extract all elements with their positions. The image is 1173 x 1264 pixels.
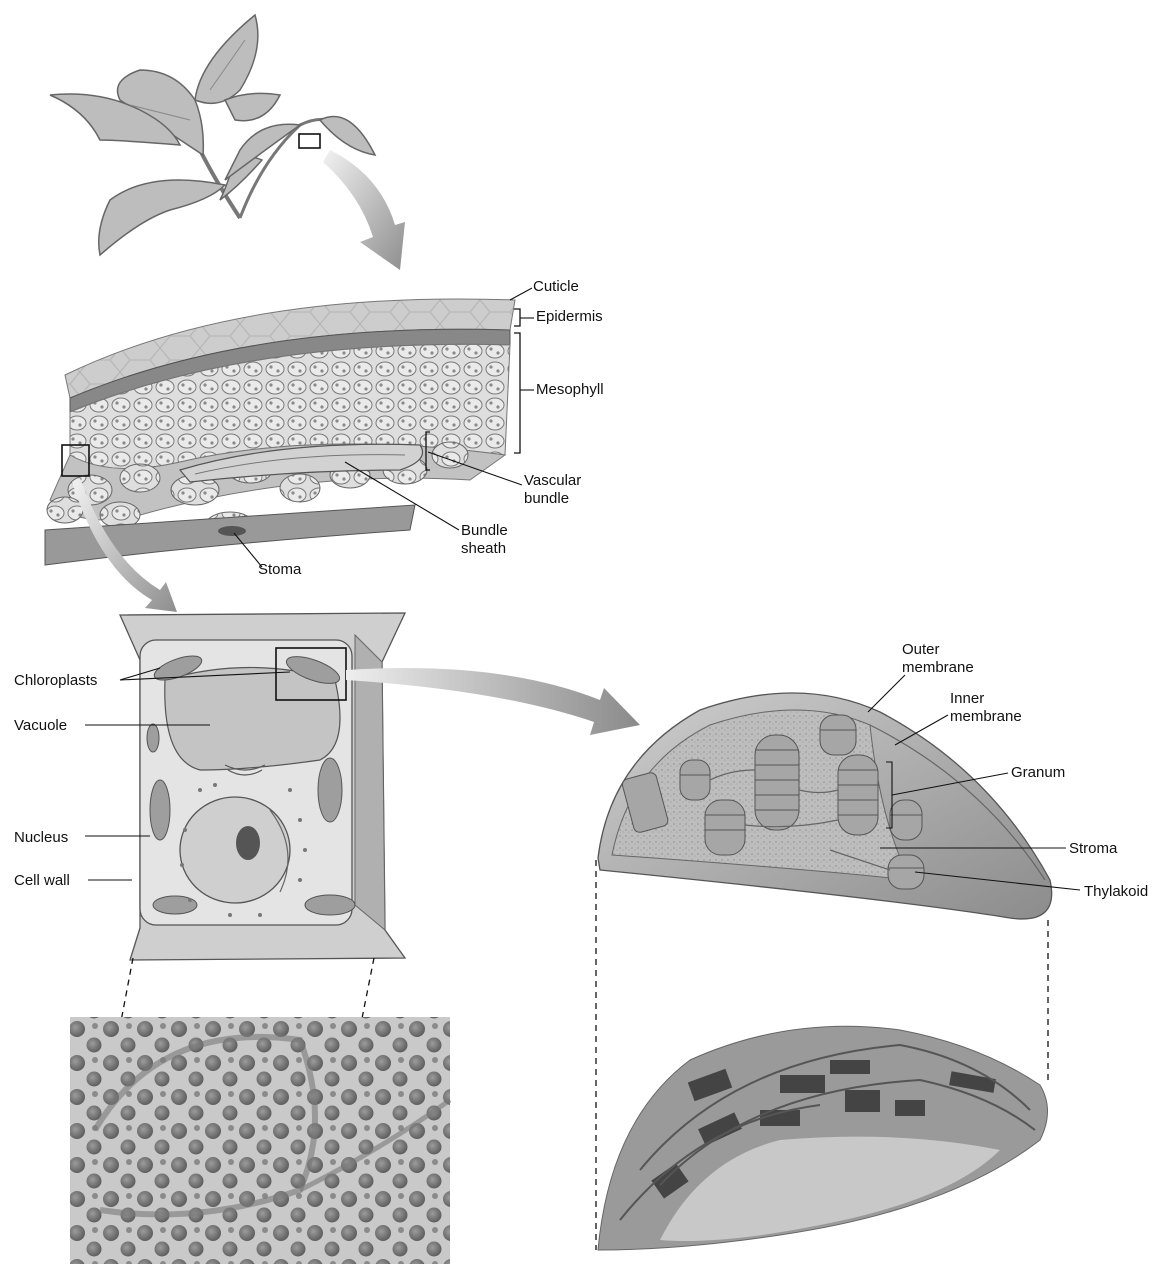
chloroplast-micrograph [598, 1026, 1048, 1250]
plant-sprig [50, 15, 375, 255]
label-granum: Granum [1011, 764, 1065, 781]
label-thylakoid: Thylakoid [1084, 883, 1148, 900]
label-outer-membrane-line2: membrane [902, 659, 974, 676]
label-cuticle: Cuticle [533, 278, 579, 295]
cell-micrograph [70, 1017, 450, 1264]
label-inner-membrane-line1: Inner [950, 690, 984, 707]
label-nucleus: Nucleus [14, 829, 68, 846]
label-bundle-sheath-line1: Bundle [461, 522, 508, 539]
label-stroma: Stroma [1069, 840, 1117, 857]
label-inner-membrane-line2: membrane [950, 708, 1022, 725]
leaf-cross-section [45, 299, 515, 565]
label-epidermis: Epidermis [536, 308, 603, 325]
label-mesophyll: Mesophyll [536, 381, 604, 398]
label-bundle-sheath-line2: sheath [461, 540, 506, 557]
label-outer-membrane-line1: Outer [902, 641, 940, 658]
plant-cell [120, 613, 405, 960]
arrow-to-chloroplast [346, 668, 640, 735]
chloroplast-cutaway [598, 693, 1052, 919]
label-cell-wall: Cell wall [14, 872, 70, 889]
label-vascular-bundle-line2: bundle [524, 490, 569, 507]
label-vascular-bundle-line1: Vascular [524, 472, 581, 489]
label-vacuole: Vacuole [14, 717, 67, 734]
granum-stack [755, 735, 799, 830]
leaf-magnify-box [299, 134, 320, 148]
label-chloroplasts: Chloroplasts [14, 672, 97, 689]
label-stoma-leaf: Stoma [258, 561, 301, 578]
arrow-to-cross-section [323, 150, 405, 270]
